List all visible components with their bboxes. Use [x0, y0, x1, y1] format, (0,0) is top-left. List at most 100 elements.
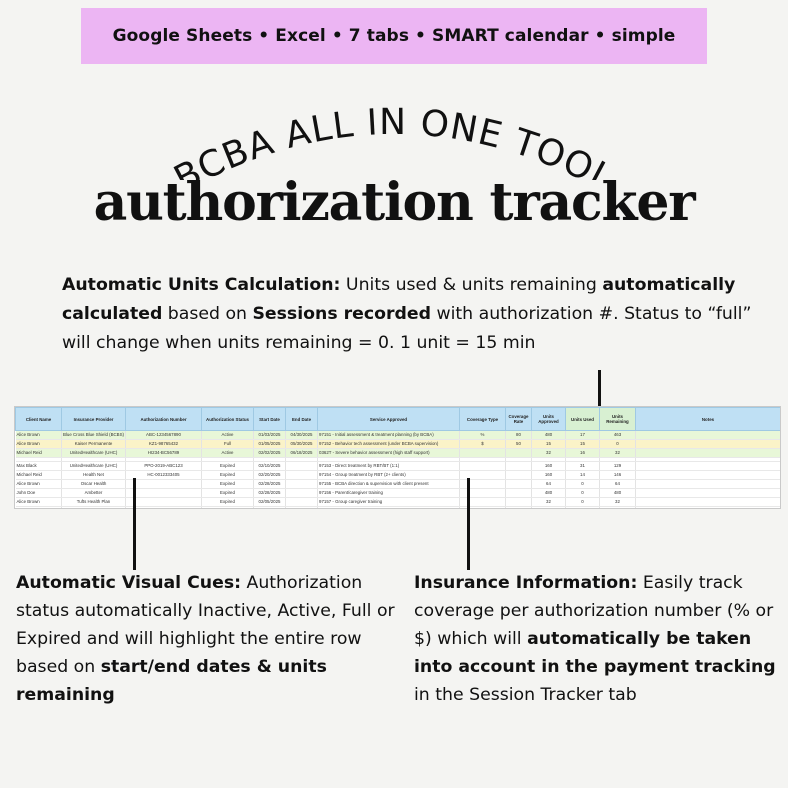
- cell-status[interactable]: Active: [201, 448, 254, 458]
- cell-coverage-type[interactable]: %: [459, 430, 506, 440]
- cell-auth-number[interactable]: HC-0012333405: [125, 470, 202, 480]
- cell-client[interactable]: Alice Brown: [15, 439, 62, 449]
- cell-units-approved[interactable]: 480: [531, 430, 566, 440]
- cell-notes[interactable]: [635, 439, 780, 449]
- cell-units-used[interactable]: 0: [565, 479, 600, 489]
- cell-service[interactable]: 97155 - BCBA direction & supervision wit…: [317, 479, 460, 489]
- cell-auth-number[interactable]: [125, 488, 202, 498]
- cell-insurer[interactable]: UnitedHealthcare (UHC): [61, 461, 126, 471]
- cell-coverage-rate[interactable]: [505, 479, 532, 489]
- cell-units-remaining[interactable]: 64: [599, 479, 636, 489]
- cell-client[interactable]: Alice Brown: [15, 479, 62, 489]
- cell-start-date[interactable]: 02/28/2025: [253, 488, 286, 498]
- cell-start-date[interactable]: 02/10/2025: [253, 461, 286, 471]
- cell-units-remaining[interactable]: 0: [599, 439, 636, 449]
- cell-coverage-rate[interactable]: [505, 470, 532, 480]
- cell-coverage-type[interactable]: [459, 488, 506, 498]
- cell-service[interactable]: 97154 - Group treatment by RBT (2+ clien…: [317, 470, 460, 480]
- cell-service[interactable]: 97153 - Direct treatment by RBT/BT (1:1): [317, 461, 460, 471]
- cell-insurer[interactable]: Ambetter: [61, 488, 126, 498]
- cell-units-used[interactable]: 0: [565, 497, 600, 507]
- cell-notes[interactable]: [635, 430, 780, 440]
- cell-insurer[interactable]: UnitedHealthcare (UHC): [61, 448, 126, 458]
- cell-end-date[interactable]: [285, 461, 318, 471]
- cell-units-remaining[interactable]: 32: [599, 448, 636, 458]
- cell-status[interactable]: Expired: [201, 470, 254, 480]
- cell-units-approved[interactable]: 32: [531, 448, 566, 458]
- cell-service[interactable]: 97157 - Group caregiver training: [317, 497, 460, 507]
- cell-units-remaining[interactable]: 129: [599, 461, 636, 471]
- cell-insurer[interactable]: [61, 506, 126, 508]
- cell-auth-number[interactable]: [125, 497, 202, 507]
- cell-service[interactable]: 97152 - Behavior tech assessment (under …: [317, 439, 460, 449]
- cell-start-date[interactable]: 02/05/2025: [253, 497, 286, 507]
- cell-insurer[interactable]: Blue Cross Blue Shield (BCBS): [61, 430, 126, 440]
- cell-insurer[interactable]: Oscar Health: [61, 479, 126, 489]
- cell-units-approved[interactable]: 32: [531, 497, 566, 507]
- cell-service[interactable]: 97151 - Initial assessment & treatment p…: [317, 430, 460, 440]
- cell-coverage-type[interactable]: [459, 448, 506, 458]
- cell-status[interactable]: Expired: [201, 506, 254, 508]
- cell-units-approved[interactable]: 15: [531, 439, 566, 449]
- cell-auth-number[interactable]: HI234-BC56789: [125, 448, 202, 458]
- cell-units-remaining[interactable]: 146: [599, 470, 636, 480]
- cell-coverage-rate[interactable]: [505, 497, 532, 507]
- cell-coverage-type[interactable]: [459, 497, 506, 507]
- cell-start-date[interactable]: 1/28/2025: [253, 506, 286, 508]
- cell-start-date[interactable]: 01/03/2025: [253, 430, 286, 440]
- cell-units-approved[interactable]: 480: [531, 488, 566, 498]
- cell-notes[interactable]: [635, 488, 780, 498]
- cell-start-date[interactable]: 02/20/2025: [253, 470, 286, 480]
- cell-coverage-type[interactable]: [459, 479, 506, 489]
- cell-units-remaining[interactable]: 32: [599, 497, 636, 507]
- cell-client[interactable]: John Doe: [15, 506, 62, 508]
- cell-insurer[interactable]: Kaiser Permanente: [61, 439, 126, 449]
- cell-coverage-type[interactable]: [459, 470, 506, 480]
- cell-notes[interactable]: [635, 448, 780, 458]
- cell-client[interactable]: Alice Brown: [15, 497, 62, 507]
- cell-auth-number[interactable]: ABC-1234567890: [125, 430, 202, 440]
- cell-units-used[interactable]: 17: [565, 430, 600, 440]
- cell-start-date[interactable]: 02/02/2025: [253, 448, 286, 458]
- cell-coverage-rate[interactable]: [505, 461, 532, 471]
- cell-end-date[interactable]: [285, 470, 318, 480]
- cell-client[interactable]: Alice Brown: [15, 430, 62, 440]
- cell-end-date[interactable]: [285, 497, 318, 507]
- cell-status[interactable]: Expired: [201, 479, 254, 489]
- cell-end-date[interactable]: 04/30/2025: [285, 430, 318, 440]
- cell-end-date[interactable]: 06/18/2025: [285, 448, 318, 458]
- cell-client[interactable]: Max Black: [15, 461, 62, 471]
- cell-coverage-type[interactable]: [459, 461, 506, 471]
- cell-status[interactable]: Full: [201, 439, 254, 449]
- cell-units-remaining[interactable]: 480: [599, 488, 636, 498]
- cell-auth-number[interactable]: KZ1-98765432: [125, 439, 202, 449]
- cell-status[interactable]: Expired: [201, 488, 254, 498]
- cell-units-used[interactable]: 16: [565, 448, 600, 458]
- cell-coverage-rate[interactable]: [505, 448, 532, 458]
- cell-auth-number[interactable]: [125, 506, 202, 508]
- cell-coverage-rate[interactable]: [505, 506, 532, 508]
- cell-status[interactable]: Expired: [201, 497, 254, 507]
- cell-units-approved[interactable]: 160: [531, 470, 566, 480]
- table-row[interactable]: John DoeExpired1/28/202597158 - Group tr…: [15, 506, 780, 508]
- cell-coverage-rate[interactable]: [505, 488, 532, 498]
- cell-auth-number[interactable]: PPO-2019-ABC123: [125, 461, 202, 471]
- cell-client[interactable]: John Doe: [15, 488, 62, 498]
- cell-units-used[interactable]: 31: [565, 461, 600, 471]
- cell-coverage-type[interactable]: $: [459, 439, 506, 449]
- cell-start-date[interactable]: 01/05/2025: [253, 439, 286, 449]
- cell-insurer[interactable]: Tufts Health Plan: [61, 497, 126, 507]
- cell-units-used[interactable]: 14: [565, 470, 600, 480]
- cell-units-remaining[interactable]: 463: [599, 430, 636, 440]
- cell-status[interactable]: Expired: [201, 461, 254, 471]
- cell-service[interactable]: 97156 - Parent/caregiver training: [317, 488, 460, 498]
- cell-status[interactable]: Active: [201, 430, 254, 440]
- cell-units-remaining[interactable]: 0: [599, 506, 636, 508]
- cell-end-date[interactable]: [285, 488, 318, 498]
